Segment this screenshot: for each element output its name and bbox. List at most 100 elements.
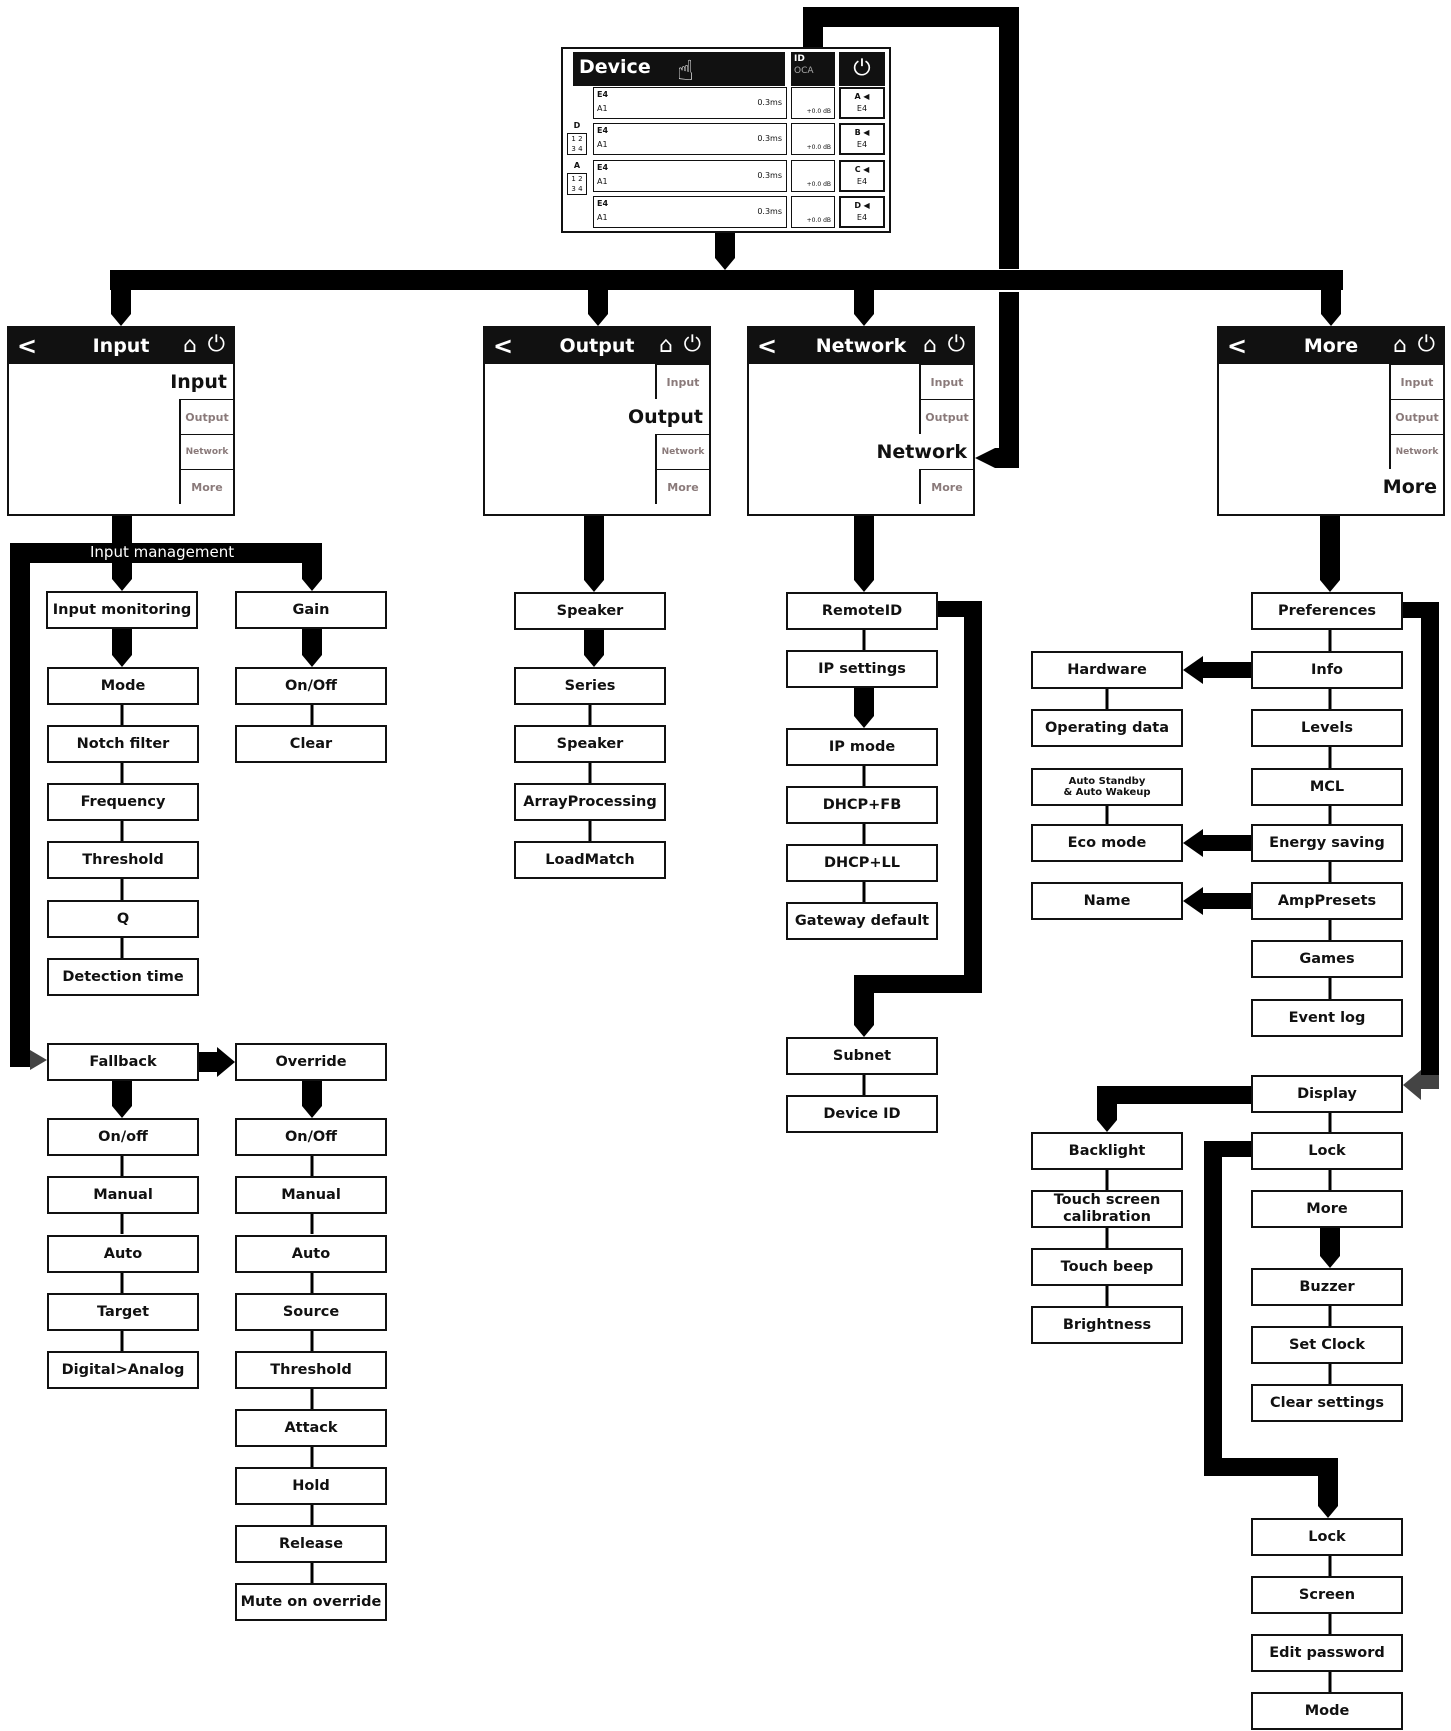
menu-node-buzzer[interactable]: Buzzer bbox=[1251, 1268, 1403, 1306]
tab-more[interactable]: More bbox=[655, 469, 709, 504]
menu-node-series[interactable]: Series bbox=[514, 667, 666, 705]
menu-node-detection-time[interactable]: Detection time bbox=[47, 958, 199, 996]
row-gain[interactable]: +0.0 dB bbox=[791, 87, 835, 119]
menu-node-fallback-manual[interactable]: Manual bbox=[47, 1176, 199, 1214]
channel-button[interactable]: B ◀E4 bbox=[839, 123, 885, 155]
menu-node-fallback-on-off[interactable]: On/off bbox=[47, 1118, 199, 1156]
menu-node-threshold[interactable]: Threshold bbox=[47, 841, 199, 879]
menu-node-override-hold[interactable]: Hold bbox=[235, 1467, 387, 1505]
menu-node-gateway-default[interactable]: Gateway default bbox=[786, 902, 938, 940]
menu-node-fallback-target[interactable]: Target bbox=[47, 1293, 199, 1331]
menu-node-dhcp-fb[interactable]: DHCP+FB bbox=[786, 786, 938, 824]
auto-standby-node[interactable]: Auto Standby & Auto Wakeup bbox=[1031, 768, 1183, 806]
fallback-node[interactable]: Fallback bbox=[47, 1043, 199, 1081]
menu-node-ip-mode[interactable]: IP mode bbox=[786, 728, 938, 766]
power-icon[interactable]: ⏻ bbox=[839, 52, 885, 86]
menu-node-gain-clear[interactable]: Clear bbox=[235, 725, 387, 763]
id-box[interactable]: ID OCA bbox=[791, 52, 835, 86]
menu-node-override-manual[interactable]: Manual bbox=[235, 1176, 387, 1214]
remoteid-node[interactable]: RemoteID bbox=[786, 592, 938, 630]
home-icon[interactable]: ⌂ bbox=[183, 333, 197, 358]
subnet-node[interactable]: Subnet bbox=[786, 1037, 938, 1075]
power-icon[interactable]: ⏻ bbox=[1417, 332, 1435, 357]
menu-node-info[interactable]: Info bbox=[1251, 651, 1403, 689]
back-icon[interactable]: < bbox=[757, 332, 778, 360]
menu-node-touch-beep[interactable]: Touch beep bbox=[1031, 1248, 1183, 1286]
menu-node-mcl[interactable]: MCL bbox=[1251, 768, 1403, 806]
tab-output[interactable]: Output bbox=[919, 399, 973, 434]
gain-node[interactable]: Gain bbox=[235, 591, 387, 629]
eco-mode-node[interactable]: Eco mode bbox=[1031, 824, 1183, 862]
menu-node-loadmatch[interactable]: LoadMatch bbox=[514, 841, 666, 879]
tab-input[interactable]: Input bbox=[655, 364, 709, 399]
row-gain[interactable]: +0.0 dB bbox=[791, 160, 835, 192]
menu-node-dhcp-ll[interactable]: DHCP+LL bbox=[786, 844, 938, 882]
menu-node-gain-on-off[interactable]: On/Off bbox=[235, 667, 387, 705]
channel-button[interactable]: D ◀E4 bbox=[839, 196, 885, 228]
lock-node[interactable]: Lock bbox=[1251, 1132, 1403, 1170]
menu-node-q[interactable]: Q bbox=[47, 900, 199, 938]
menu-node-fallback-digital-analog[interactable]: Digital>Analog bbox=[47, 1351, 199, 1389]
menu-node-override-on-off[interactable]: On/Off bbox=[235, 1118, 387, 1156]
menu-node-energy-saving[interactable]: Energy saving bbox=[1251, 824, 1403, 862]
menu-node-set-clock[interactable]: Set Clock bbox=[1251, 1326, 1403, 1364]
name-node[interactable]: Name bbox=[1031, 882, 1183, 920]
tab-input[interactable]: Input bbox=[919, 364, 973, 399]
menu-node-frequency[interactable]: Frequency bbox=[47, 783, 199, 821]
power-icon[interactable]: ⏻ bbox=[683, 332, 701, 357]
menu-node-event-log[interactable]: Event log bbox=[1251, 999, 1403, 1037]
tab-network[interactable]: Network bbox=[655, 434, 709, 469]
menu-node-games[interactable]: Games bbox=[1251, 940, 1403, 978]
menu-node-override-release[interactable]: Release bbox=[235, 1525, 387, 1563]
menu-node-lock-mode[interactable]: Mode bbox=[1251, 1692, 1403, 1730]
menu-node-clear-settings[interactable]: Clear settings bbox=[1251, 1384, 1403, 1422]
channel-button[interactable]: A ◀E4 bbox=[839, 87, 885, 119]
tab-more[interactable]: More bbox=[919, 469, 973, 504]
menu-node-lock-lock[interactable]: Lock bbox=[1251, 1518, 1403, 1556]
operating-data-node[interactable]: Operating data bbox=[1031, 709, 1183, 747]
row-gain[interactable]: +0.0 dB bbox=[791, 196, 835, 228]
menu-node-override-mute-on-override[interactable]: Mute on override bbox=[235, 1583, 387, 1621]
power-icon[interactable]: ⏻ bbox=[207, 332, 225, 357]
home-icon[interactable]: ⌂ bbox=[1393, 333, 1407, 358]
back-icon[interactable]: < bbox=[1227, 332, 1248, 360]
device-id-node[interactable]: Device ID bbox=[786, 1095, 938, 1133]
menu-node-arrayprocessing[interactable]: ArrayProcessing bbox=[514, 783, 666, 821]
menu-node-notch-filter[interactable]: Notch filter bbox=[47, 725, 199, 763]
back-icon[interactable]: < bbox=[493, 332, 514, 360]
tab-output[interactable]: Output bbox=[179, 399, 233, 434]
menu-node-speaker[interactable]: Speaker bbox=[514, 725, 666, 763]
tab-network[interactable]: Network bbox=[1389, 434, 1443, 469]
input-monitoring-node[interactable]: Input monitoring bbox=[46, 591, 198, 629]
display-node[interactable]: Display bbox=[1251, 1075, 1403, 1113]
tab-network[interactable]: Network bbox=[179, 434, 233, 469]
menu-node-override-source[interactable]: Source bbox=[235, 1293, 387, 1331]
tab-output[interactable]: Output bbox=[1389, 399, 1443, 434]
menu-node-lock-screen[interactable]: Screen bbox=[1251, 1576, 1403, 1614]
tab-input[interactable]: Input bbox=[1389, 364, 1443, 399]
menu-node-mode[interactable]: Mode bbox=[47, 667, 199, 705]
menu-node-fallback-auto[interactable]: Auto bbox=[47, 1235, 199, 1273]
menu-node-levels[interactable]: Levels bbox=[1251, 709, 1403, 747]
home-icon[interactable]: ⌂ bbox=[659, 333, 673, 358]
display-more-node[interactable]: More bbox=[1251, 1190, 1403, 1228]
menu-node-override-auto[interactable]: Auto bbox=[235, 1235, 387, 1273]
menu-node-touch-screen-calibration[interactable]: Touch screen calibration bbox=[1031, 1190, 1183, 1228]
menu-node-override-threshold[interactable]: Threshold bbox=[235, 1351, 387, 1389]
menu-node-backlight[interactable]: Backlight bbox=[1031, 1132, 1183, 1170]
tab-more[interactable]: More bbox=[179, 469, 233, 504]
back-icon[interactable]: < bbox=[17, 332, 38, 360]
menu-node-lock-edit-password[interactable]: Edit password bbox=[1251, 1634, 1403, 1672]
hardware-node[interactable]: Hardware bbox=[1031, 651, 1183, 689]
menu-node-override-attack[interactable]: Attack bbox=[235, 1409, 387, 1447]
home-icon[interactable]: ⌂ bbox=[923, 333, 937, 358]
speaker-node[interactable]: Speaker bbox=[514, 592, 666, 630]
override-node[interactable]: Override bbox=[235, 1043, 387, 1081]
row-gain[interactable]: +0.0 dB bbox=[791, 123, 835, 155]
channel-button[interactable]: C ◀E4 bbox=[839, 160, 885, 192]
ip-settings-node[interactable]: IP settings bbox=[786, 650, 938, 688]
